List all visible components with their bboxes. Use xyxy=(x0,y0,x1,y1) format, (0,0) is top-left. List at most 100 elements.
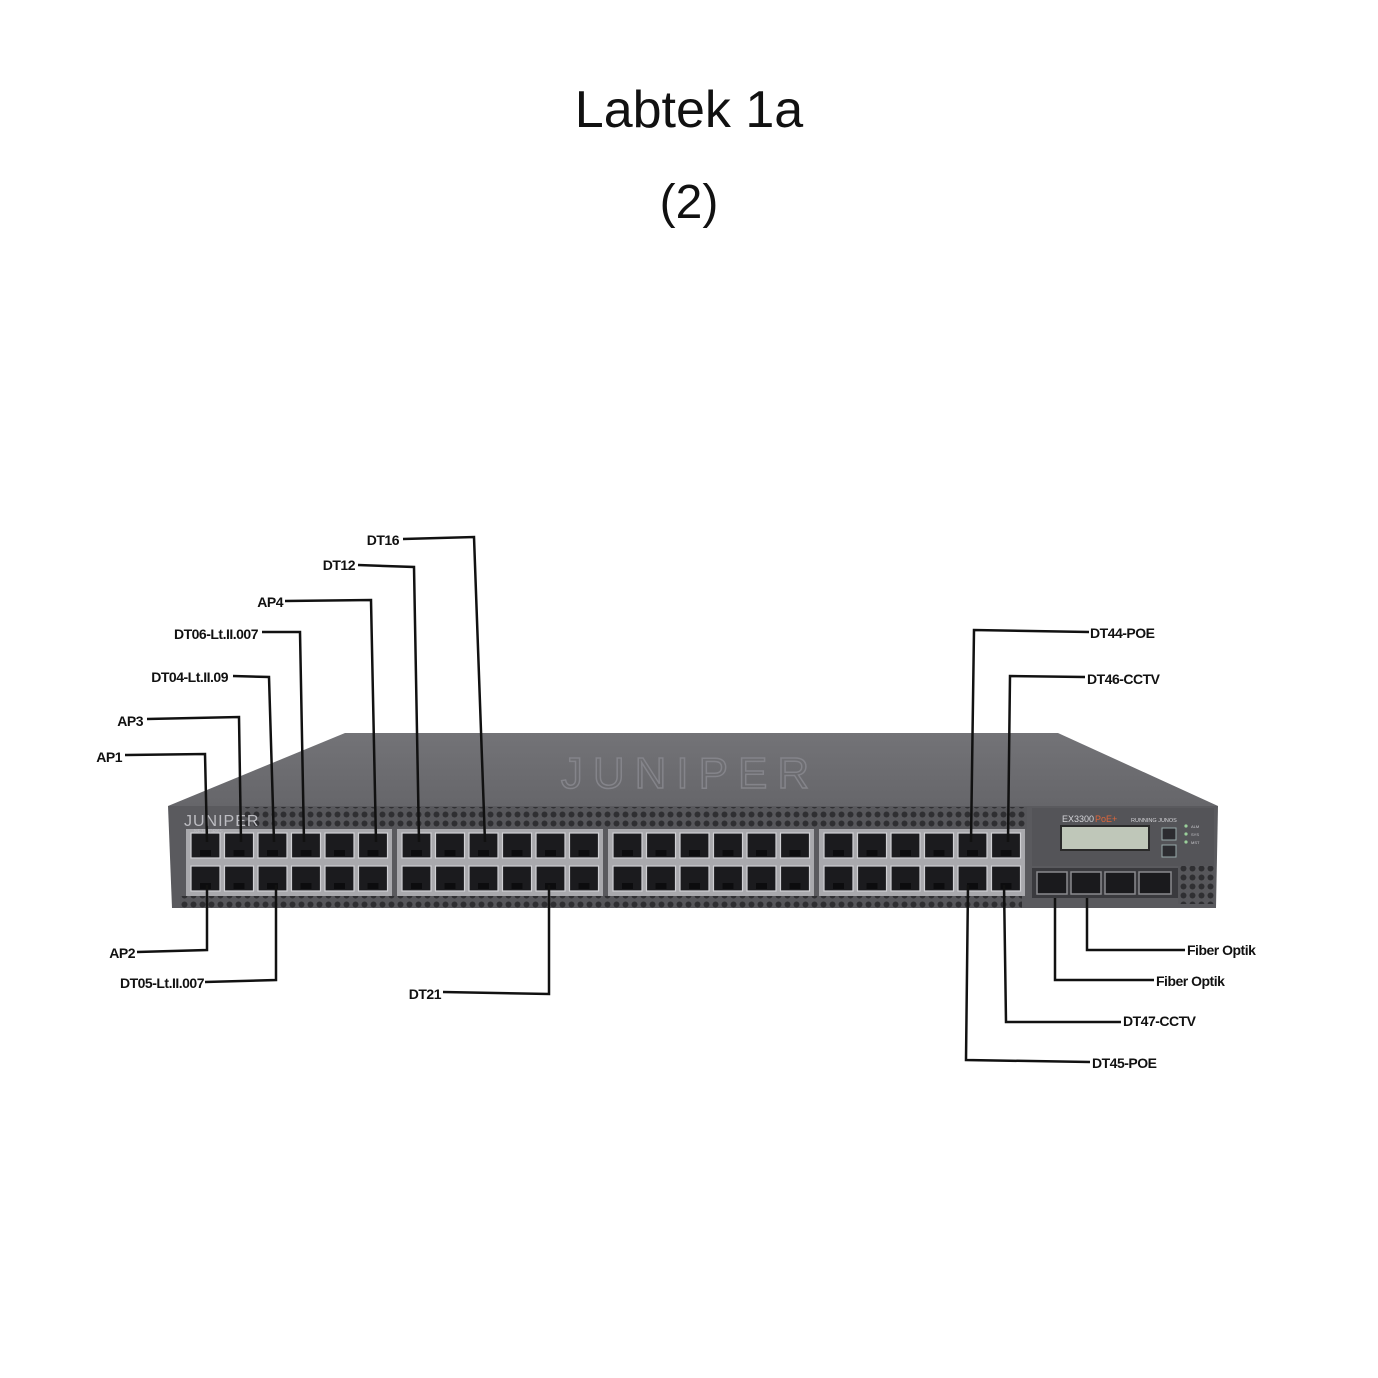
rj45-port-latch xyxy=(789,850,801,856)
led-label-sys: SYS xyxy=(1191,832,1199,837)
label-fiber1: Fiber Optik xyxy=(1187,942,1256,958)
rj45-port-latch xyxy=(200,883,211,889)
label-ap1: AP1 xyxy=(96,749,122,765)
rj45-port-latch xyxy=(833,883,844,889)
page-subtitle: (2) xyxy=(659,176,719,229)
sfp-port-1 xyxy=(1036,871,1068,895)
rj45-port-latch xyxy=(478,850,489,856)
rj45-port-latch xyxy=(933,850,945,856)
rj45-port-latch xyxy=(233,850,245,856)
rj45-port-latch xyxy=(900,883,911,889)
label-dt05: DT05-Lt.II.007 xyxy=(120,975,205,991)
rj45-port-latch xyxy=(444,883,456,889)
brand-logo-top: JUNIPER xyxy=(561,749,819,798)
label-ap4: AP4 xyxy=(257,594,283,610)
lcd-button-enter xyxy=(1161,844,1177,858)
led-label-alm: ALM xyxy=(1191,824,1199,829)
rj45-port-latch xyxy=(511,850,523,856)
line-dt06 xyxy=(262,630,306,843)
rj45-port-latch xyxy=(866,850,878,856)
line-dt04 xyxy=(232,674,276,843)
rj45-port-latch xyxy=(722,883,734,889)
front-vent xyxy=(243,807,1027,829)
rj45-port-latch xyxy=(722,850,734,856)
rj45-port-latch xyxy=(866,883,878,889)
poe-label: PoE+ xyxy=(1095,814,1117,824)
rj45-port-latch xyxy=(1000,850,1012,856)
rj45-port-latch xyxy=(444,850,456,856)
label-dt04: DT04-Lt.II.09 xyxy=(151,669,228,685)
rj45-port-latch xyxy=(655,850,667,856)
switch-chassis xyxy=(168,733,1218,908)
model-label: EX3300 xyxy=(1062,814,1094,824)
rj45-port-latch xyxy=(300,850,312,856)
rj45-port-latch xyxy=(655,883,667,889)
rj45-port-latch xyxy=(622,883,633,889)
line-dt12 xyxy=(357,563,421,843)
rj45-port-latch xyxy=(789,883,801,889)
line-dt45 xyxy=(964,884,1091,1064)
sfp-port-4 xyxy=(1138,871,1172,895)
label-dt45: DT45-POE xyxy=(1092,1055,1157,1071)
rj45-port-latch xyxy=(578,850,590,856)
line-dt16 xyxy=(402,535,487,843)
sfp-port-2 xyxy=(1070,871,1102,895)
label-dt12: DT12 xyxy=(323,557,356,573)
chassis-top xyxy=(168,733,1218,806)
label-dt06: DT06-Lt.II.007 xyxy=(174,626,259,642)
line-dt21 xyxy=(442,885,551,996)
sfp-port-3 xyxy=(1104,871,1136,895)
label-dt47: DT47-CCTV xyxy=(1123,1013,1197,1029)
rj45-port-latch xyxy=(367,850,379,856)
rj45-port-latch xyxy=(545,883,556,889)
line-fiber2 xyxy=(1053,898,1154,982)
rj45-port-latch xyxy=(545,850,556,856)
brand-logo-front: JUNIPER xyxy=(184,813,259,830)
label-dt16: DT16 xyxy=(367,532,400,548)
page-title: Labtek 1a xyxy=(574,81,804,139)
line-ap4 xyxy=(284,598,378,843)
rj45-port-latch xyxy=(756,883,767,889)
rj45-port-latch xyxy=(967,883,978,889)
line-dt46 xyxy=(1006,674,1086,843)
lcd-button-menu xyxy=(1161,827,1177,841)
line-dt44 xyxy=(969,628,1090,843)
lcd-screen xyxy=(1060,825,1150,851)
label-fiber2: Fiber Optik xyxy=(1156,973,1225,989)
rj45-port xyxy=(856,832,888,859)
label-dt21: DT21 xyxy=(409,986,442,1002)
rj45-port-latch xyxy=(200,850,211,856)
rj45-port-latch xyxy=(411,883,422,889)
side-vent xyxy=(1178,866,1214,904)
line-ap2 xyxy=(136,885,209,954)
rj45-port-latch xyxy=(411,850,422,856)
rj45-port-latch xyxy=(833,850,844,856)
rj45-port-latch xyxy=(622,850,633,856)
rj45-port-latch xyxy=(300,883,312,889)
rj45-port-latch xyxy=(334,850,345,856)
rj45-port xyxy=(779,832,811,859)
rj45-port-latch xyxy=(267,850,278,856)
label-ap3: AP3 xyxy=(117,713,143,729)
label-dt46: DT46-CCTV xyxy=(1087,671,1161,687)
rj45-port xyxy=(990,832,1022,859)
line-ap3 xyxy=(146,715,243,843)
bottom-vent xyxy=(180,896,1022,908)
rj45-port-latch xyxy=(267,883,278,889)
line-dt47 xyxy=(1002,884,1121,1024)
label-dt44: DT44-POE xyxy=(1090,625,1155,641)
rj45-port-latch xyxy=(689,883,700,889)
line-fiber1 xyxy=(1085,898,1185,952)
led-label-mst: MST xyxy=(1191,840,1200,845)
label-ap2: AP2 xyxy=(109,945,135,961)
rj45-port-latch xyxy=(511,883,523,889)
rj45-port-latch xyxy=(367,883,379,889)
brand-sub-front: NETWORKS xyxy=(194,829,224,835)
line-dt05 xyxy=(204,885,278,984)
os-label: RUNNING JUNOS xyxy=(1131,818,1177,824)
rj45-port-latch xyxy=(478,883,489,889)
rj45-ports xyxy=(190,832,1022,892)
rj45-port-latch xyxy=(756,850,767,856)
rj45-port-latch xyxy=(233,883,245,889)
